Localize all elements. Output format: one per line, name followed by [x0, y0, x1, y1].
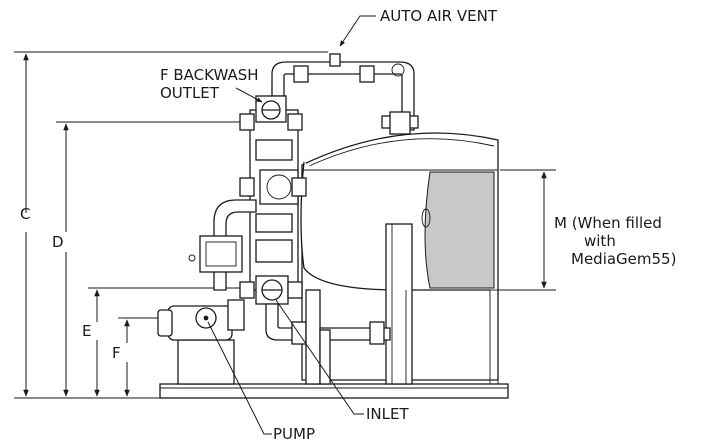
pump	[157, 299, 245, 385]
dim-d-label: D	[52, 233, 64, 251]
valve-manifold	[188, 95, 391, 385]
callout-pump: PUMP	[207, 321, 315, 443]
air-vent	[329, 53, 341, 67]
dimension-d: D	[52, 121, 244, 397]
callout-inlet: INLET	[275, 299, 409, 423]
dim-m-label-2: with	[584, 232, 616, 250]
dim-f-label: F	[112, 344, 121, 362]
base-skid	[159, 383, 509, 399]
top-piping	[271, 53, 419, 135]
pump-label: PUMP	[273, 425, 315, 442]
dimension-m: M (When filled with MediaGem55)	[420, 169, 676, 291]
filter-tank	[300, 132, 499, 385]
auto-air-vent-label: AUTO AIR VENT	[380, 7, 498, 25]
inlet-label: INLET	[366, 405, 409, 423]
backwash-label-1: F BACKWASH	[160, 66, 259, 84]
callout-backwash-outlet: F BACKWASH OUTLET	[160, 66, 263, 103]
dim-m-label-1: M (When filled	[554, 214, 662, 232]
dim-e-label: E	[82, 322, 91, 340]
backwash-label-2: OUTLET	[160, 84, 220, 102]
media-fill	[424, 171, 495, 289]
dimension-e: E	[82, 287, 268, 397]
dim-c-label: C	[20, 205, 30, 223]
callout-auto-air-vent: AUTO AIR VENT	[339, 7, 498, 47]
dimension-c: C	[14, 51, 328, 397]
dim-m-label-3: MediaGem55)	[571, 250, 676, 268]
